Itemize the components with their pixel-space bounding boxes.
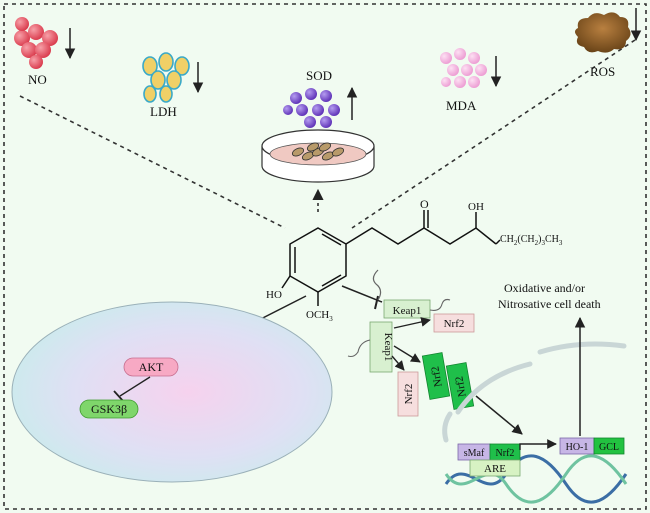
arrow-keap-to-nrf2b: [391, 355, 405, 371]
akt-label: AKT: [139, 360, 164, 374]
sod-label: SOD: [306, 68, 332, 83]
nrf2-e-label: Nrf2: [496, 448, 515, 459]
ho1-label: HO-1: [566, 442, 589, 453]
arrow-keap-to-nrf2c: [393, 345, 421, 363]
keap1-top-label: Keap1: [393, 305, 422, 317]
ketone-o-label: O: [420, 197, 429, 211]
smaf-label: sMaf: [464, 448, 485, 459]
keap1-side-tail: [347, 339, 371, 358]
keap1-side-box: [369, 321, 393, 373]
no-particles: [14, 17, 58, 69]
nrf2-b-label: Nrf2: [403, 384, 415, 405]
sod-particles: [283, 88, 340, 128]
oh-label: OH: [468, 201, 484, 213]
nrf2-a-box: [433, 313, 475, 333]
cell-death-line2: Nitrosative cell death: [498, 297, 601, 311]
dna-helix: [444, 454, 628, 504]
keap1-side-label: Keap1: [382, 333, 394, 362]
dashed-line-right: [351, 39, 636, 229]
cell-body: [11, 301, 333, 483]
nuclear-membrane: [442, 341, 627, 443]
mda-label: MDA: [446, 98, 477, 113]
dashed-frame: [3, 3, 647, 510]
cell-death-line1: Oxidative and/or: [504, 281, 585, 295]
gingerol-structure: [281, 210, 501, 306]
gsk3b-box: [79, 399, 139, 419]
nrf2-b-box: [397, 371, 419, 417]
nrf2-c-box: [421, 352, 451, 400]
gsk3b-label: GSK3β: [91, 402, 127, 416]
arrow-are-to-ho1: [519, 439, 557, 450]
ho-label: HO: [266, 289, 282, 301]
inhibit-bar-keap1: [374, 295, 379, 310]
keap1-top-box: [383, 299, 431, 319]
gcl-box: [593, 437, 625, 455]
arrow-keap-to-nrf2a: [393, 317, 431, 329]
dashed-line-left: [19, 95, 286, 229]
nrf2-a-label: Nrf2: [444, 318, 465, 330]
ldh-particles: [142, 52, 190, 103]
nrf2-c-label: Nrf2: [429, 365, 444, 388]
ros-label: ROS: [590, 64, 615, 79]
no-label: NO: [28, 72, 47, 87]
petri-dish: [261, 129, 375, 183]
arrow-nrf2-to-are: [475, 395, 523, 435]
keap1-curl: [429, 298, 451, 311]
akt-inhibit-line: [119, 376, 151, 397]
inhibit-line-keap1: [341, 285, 383, 303]
nrf2-d-label: Nrf2: [453, 375, 468, 398]
are-label: ARE: [484, 463, 506, 475]
keap-squiggle: [372, 269, 382, 301]
ros-cloud: [575, 12, 631, 53]
mda-particles: [440, 48, 487, 88]
gcl-label: GCL: [599, 442, 619, 453]
och3-label: OCH3: [306, 309, 333, 323]
chain-label: CH2(CH2)3CH3: [500, 234, 563, 247]
akt-box: [123, 357, 179, 377]
are-box: [469, 459, 521, 477]
ldh-label: LDH: [150, 104, 177, 119]
